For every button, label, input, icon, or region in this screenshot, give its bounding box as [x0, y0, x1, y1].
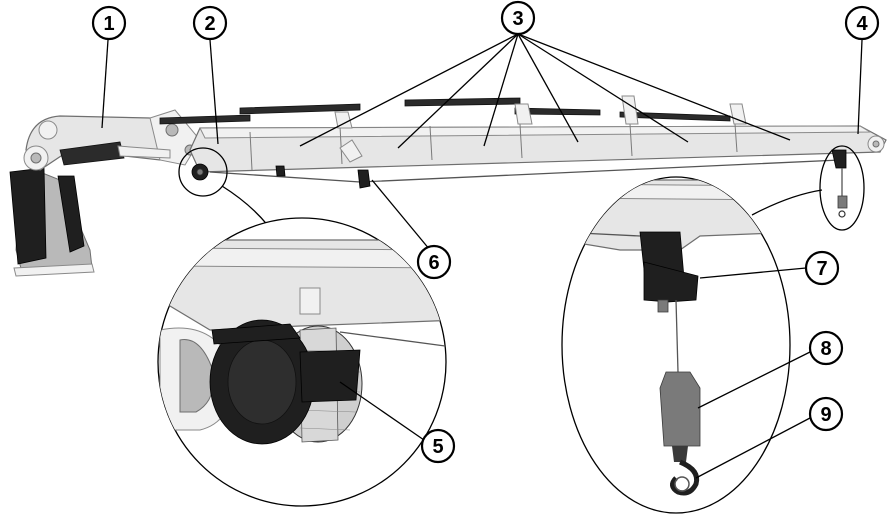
zoom-connector-hook	[751, 189, 823, 216]
crane-column	[9, 167, 95, 277]
callout-label-9: 9	[820, 404, 831, 426]
callout-5: 5	[420, 428, 456, 464]
extension-boom	[189, 95, 887, 173]
callout-label-2: 2	[204, 13, 215, 35]
leader-lines	[101, 33, 863, 479]
winch-small	[191, 163, 209, 181]
tip-hook-small	[831, 149, 848, 218]
extension-cylinders	[159, 97, 731, 125]
callout-3: 3	[500, 0, 536, 36]
callout-4: 4	[844, 5, 880, 41]
callout-8: 8	[808, 330, 844, 366]
callout-9: 9	[808, 396, 844, 432]
callout-label-4: 4	[856, 13, 868, 35]
lift-cylinder	[59, 141, 171, 166]
cable-guide-small	[275, 165, 371, 189]
callout-6: 6	[416, 244, 452, 280]
winch-zoom-view	[157, 217, 447, 507]
callout-label-6: 6	[428, 252, 439, 274]
detail-marker-winch	[178, 147, 228, 197]
callout-label-3: 3	[512, 8, 523, 30]
callout-2: 2	[192, 5, 228, 41]
callout-label-1: 1	[103, 13, 114, 35]
detail-marker-hook	[819, 145, 865, 231]
callout-label-5: 5	[432, 436, 443, 458]
callout-7: 7	[804, 250, 840, 286]
crane-assembly	[9, 95, 887, 277]
callout-label-7: 7	[816, 258, 827, 280]
hook-zoom-view	[561, 176, 791, 514]
callout-1: 1	[91, 5, 127, 41]
callout-label-8: 8	[820, 338, 831, 360]
